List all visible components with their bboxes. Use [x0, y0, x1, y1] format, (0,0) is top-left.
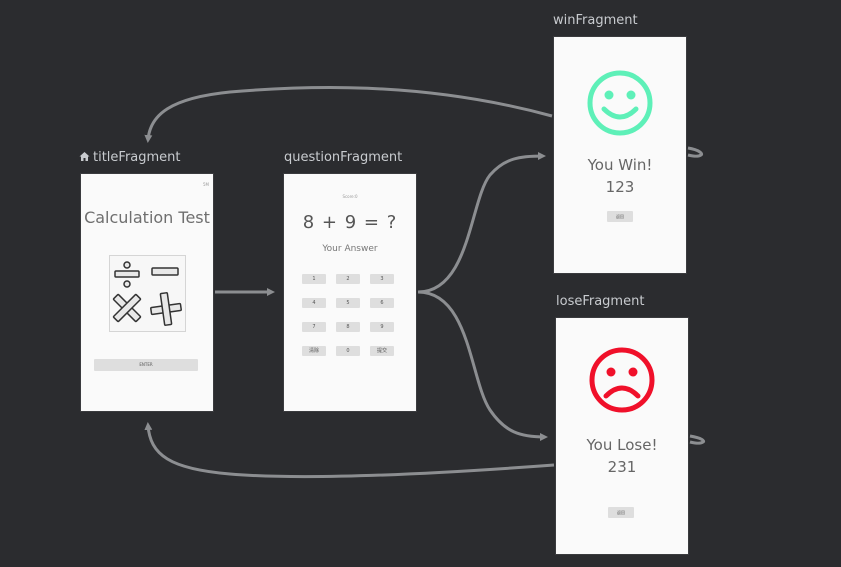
submit-key[interactable]: 提交 [370, 346, 394, 356]
action-question-to-lose-arrow[interactable] [417, 290, 548, 441]
sad-face-icon [588, 346, 656, 414]
key-0[interactable]: 0 [336, 346, 360, 356]
lose-result-text: You Lose! [586, 436, 658, 454]
win-score-text: 123 [605, 178, 635, 196]
action-lose-to-title-arrow[interactable] [144, 422, 555, 479]
clear-key[interactable]: 清除 [302, 346, 326, 356]
win-fragment-label[interactable]: winFragment [553, 13, 638, 28]
smiley-face-icon [586, 69, 654, 137]
win-back-button[interactable]: 返回 [607, 211, 633, 222]
action-win-to-title-arrow[interactable] [144, 85, 553, 143]
key-3[interactable]: 3 [370, 274, 394, 284]
key-6[interactable]: 6 [370, 298, 394, 308]
key-2[interactable]: 2 [336, 274, 360, 284]
lose-fragment-preview[interactable]: You Lose! 231 返回 [556, 318, 688, 554]
key-8[interactable]: 8 [336, 322, 360, 332]
math-operators-image [109, 255, 186, 332]
win-exit-stub-arrow [687, 146, 704, 158]
key-1[interactable]: 1 [302, 274, 326, 284]
enter-button[interactable]: ENTER [94, 359, 198, 371]
score-text: Score:0 [342, 194, 358, 199]
your-answer-label: Your Answer [322, 244, 378, 254]
key-4[interactable]: 4 [302, 298, 326, 308]
question-fragment-label[interactable]: questionFragment [284, 150, 403, 165]
status-text: 5M [203, 182, 209, 187]
home-icon [79, 151, 90, 166]
lose-score-text: 231 [607, 458, 637, 476]
question-fragment-preview[interactable]: Score:0 8 + 9 = ? Your Answer 1 2 3 4 5 … [284, 174, 416, 411]
key-9[interactable]: 9 [370, 322, 394, 332]
win-result-text: You Win! [587, 156, 653, 174]
key-5[interactable]: 5 [336, 298, 360, 308]
action-question-to-win-arrow[interactable] [417, 152, 546, 294]
title-fragment-preview[interactable]: 5M Calculation Test [81, 174, 213, 411]
equation-text: 8 + 9 = ? [302, 212, 398, 233]
key-7[interactable]: 7 [302, 322, 326, 332]
win-fragment-preview[interactable]: You Win! 123 返回 [554, 37, 686, 273]
lose-fragment-label[interactable]: loseFragment [556, 294, 645, 309]
calculation-test-heading: Calculation Test [84, 208, 210, 227]
lose-back-button[interactable]: 返回 [608, 507, 634, 518]
lose-exit-stub-arrow [689, 434, 706, 445]
title-fragment-label[interactable]: titleFragment [79, 150, 181, 166]
